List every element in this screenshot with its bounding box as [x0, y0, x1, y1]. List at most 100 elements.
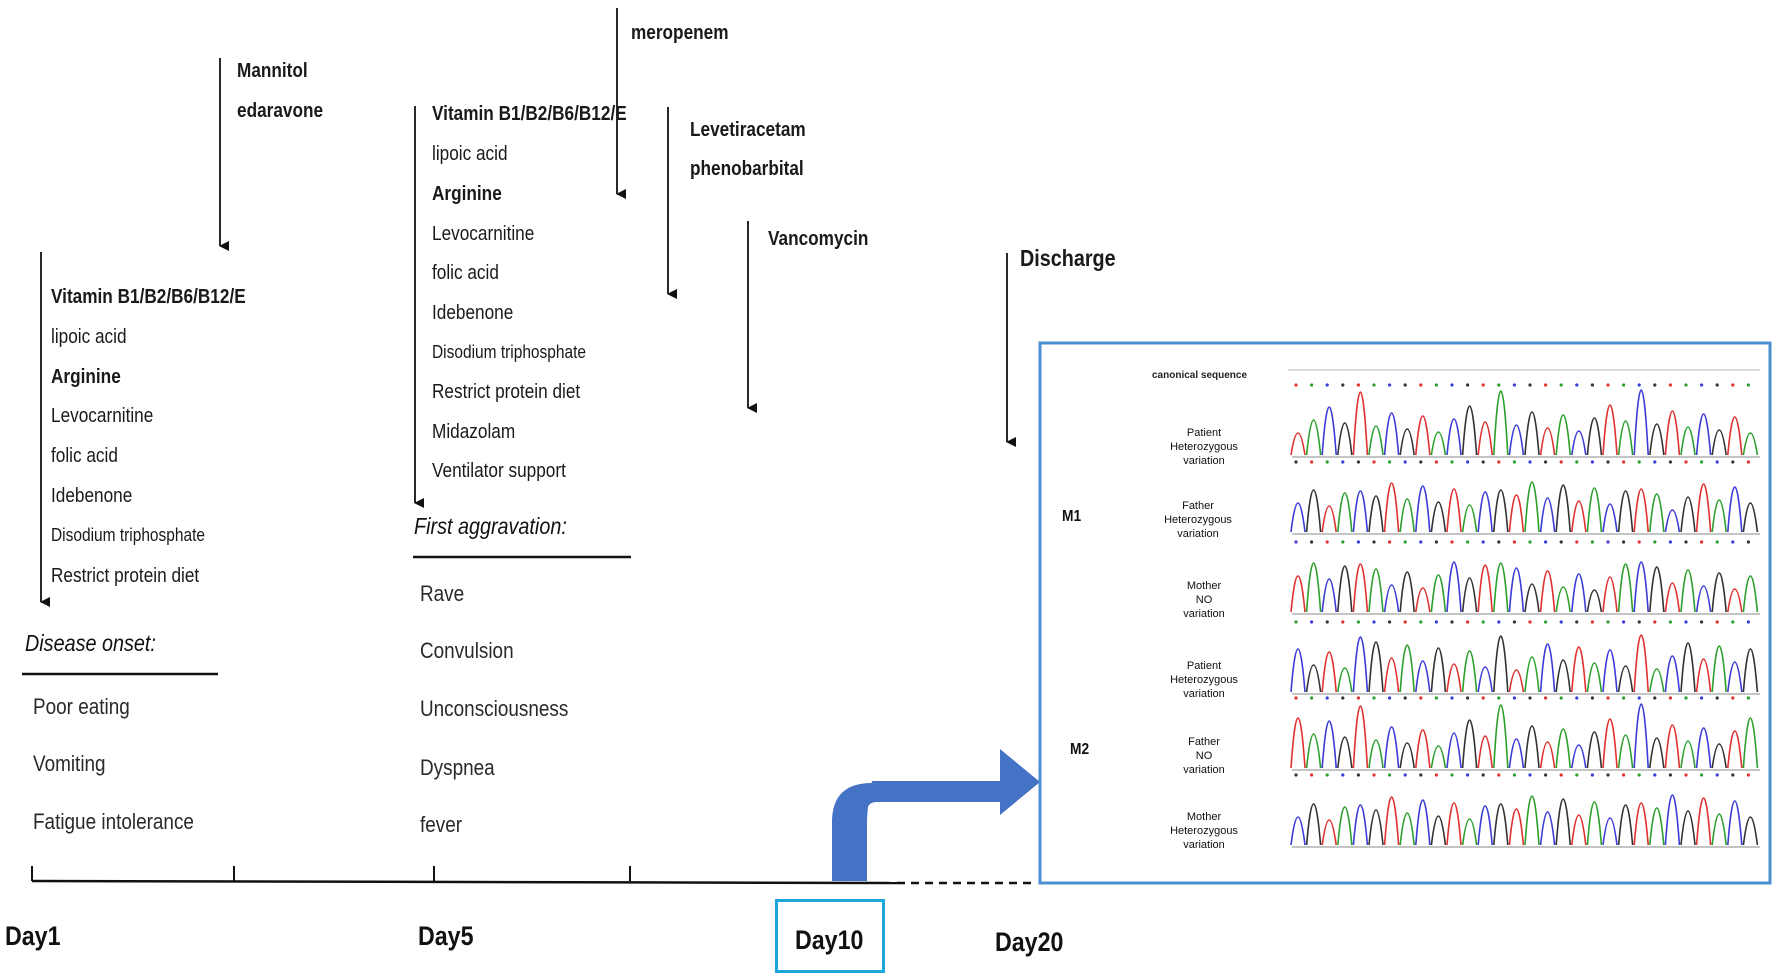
edaravone-label: edaravone [237, 100, 324, 122]
base-call-marker [1450, 696, 1454, 700]
base-call-marker [1668, 540, 1672, 544]
chromatogram-peak [1290, 575, 1306, 613]
base-call-marker [1637, 696, 1641, 700]
aggravation-treatment: Arginine [432, 183, 502, 205]
base-call-marker [1746, 460, 1750, 464]
chromatogram-peak [1290, 816, 1306, 846]
base-call-marker [1622, 773, 1626, 777]
chromatogram-peak [1695, 797, 1712, 846]
base-call-marker [1731, 696, 1735, 700]
chromatogram-peak [1461, 577, 1478, 613]
base-call-marker [1668, 773, 1672, 777]
onset-header: Disease onset: [25, 630, 156, 656]
base-call-marker [1653, 696, 1657, 700]
base-call-marker [1512, 773, 1516, 777]
chromatogram-peak [1555, 728, 1571, 769]
chromatogram-peak [1571, 646, 1587, 693]
base-call-marker [1622, 383, 1626, 387]
base-call-marker [1653, 773, 1657, 777]
chromatogram-peak [1368, 739, 1384, 769]
base-call-marker [1294, 460, 1298, 464]
chromatogram-peak [1680, 496, 1696, 533]
base-call-marker [1372, 696, 1376, 700]
chromatogram-peak [1508, 424, 1525, 456]
chromatogram-peak [1711, 429, 1727, 456]
onset-treatment: lipoic acid [51, 326, 127, 348]
aggravation-treatment: Vitamin B1/B2/B6/B12/E [432, 103, 627, 125]
chromatogram-peak [1368, 809, 1384, 846]
base-call-marker [1528, 383, 1532, 387]
base-call-marker [1341, 620, 1345, 624]
base-call-marker [1403, 540, 1407, 544]
chromatogram-peak [1305, 803, 1322, 846]
aggravation-treatment: Ventilator support [432, 460, 566, 482]
chromatogram-peak [1430, 647, 1447, 693]
base-call-marker [1512, 540, 1516, 544]
chromatogram-peak [1305, 419, 1322, 456]
day10-highlight-box [775, 899, 885, 973]
chromatogram-peak [1524, 795, 1540, 846]
base-call-marker [1434, 620, 1438, 624]
aggravation-treatment: Idebenone [432, 302, 514, 324]
base-call-marker [1294, 696, 1298, 700]
chromatogram-peak [1446, 732, 1462, 769]
chromatogram-peak [1555, 659, 1571, 693]
base-call-marker [1544, 620, 1548, 624]
aggravation-symptom: Convulsion [420, 638, 514, 663]
levetiracetam-label: Levetiracetam [690, 119, 806, 141]
base-call-marker [1466, 460, 1470, 464]
base-call-marker [1622, 696, 1626, 700]
base-call-marker [1310, 773, 1314, 777]
chromatogram-peak [1446, 802, 1462, 846]
base-call-marker [1528, 620, 1532, 624]
base-call-marker [1434, 696, 1438, 700]
base-call-marker [1294, 620, 1298, 624]
chromatogram-peak [1368, 641, 1384, 693]
aggravation-treatment: lipoic acid [432, 143, 508, 165]
chromatogram-peak [1617, 420, 1634, 456]
chromatogram-peak [1711, 645, 1727, 693]
base-call-marker [1497, 773, 1501, 777]
chromatogram-peak [1321, 406, 1337, 456]
base-call-marker [1497, 620, 1501, 624]
base-call-marker [1466, 620, 1470, 624]
chromatogram-peak [1602, 404, 1618, 456]
base-call-marker [1450, 620, 1454, 624]
base-call-marker [1731, 540, 1735, 544]
base-call-marker [1388, 773, 1392, 777]
chromatogram-peak [1430, 815, 1447, 846]
base-call-marker [1356, 383, 1360, 387]
chromatogram-peak [1493, 562, 1509, 613]
chromatogram-peak [1321, 651, 1337, 693]
chromatogram-peak [1430, 574, 1447, 613]
base-call-marker [1544, 773, 1548, 777]
chromatogram-peak [1352, 705, 1369, 769]
day-label: Day10 [795, 925, 864, 955]
chromatogram-peak [1493, 704, 1509, 769]
base-call-marker [1481, 540, 1485, 544]
chromatogram-peak [1664, 410, 1681, 456]
chromatogram-peak [1664, 794, 1681, 846]
base-call-marker [1575, 773, 1579, 777]
chromatogram-peak [1368, 425, 1384, 456]
discharge-label: Discharge [1020, 245, 1116, 271]
base-call-marker [1700, 773, 1704, 777]
base-call-marker [1528, 696, 1532, 700]
base-call-marker [1544, 696, 1548, 700]
chromatogram-peak [1539, 497, 1556, 533]
chromatogram-peak [1586, 731, 1603, 769]
base-call-marker [1341, 460, 1345, 464]
base-call-marker [1637, 383, 1641, 387]
base-call-marker [1653, 383, 1657, 387]
chromatogram-peak [1571, 500, 1587, 533]
base-call-marker [1325, 773, 1329, 777]
chromatogram-peak [1337, 736, 1353, 769]
base-call-marker [1403, 460, 1407, 464]
base-call-marker [1715, 696, 1719, 700]
chromatogram-peak [1633, 389, 1649, 456]
base-call-marker [1497, 383, 1501, 387]
base-call-marker [1575, 620, 1579, 624]
chromatogram-peak [1383, 726, 1400, 769]
chromatogram-peak [1649, 807, 1665, 846]
base-call-marker [1684, 773, 1688, 777]
